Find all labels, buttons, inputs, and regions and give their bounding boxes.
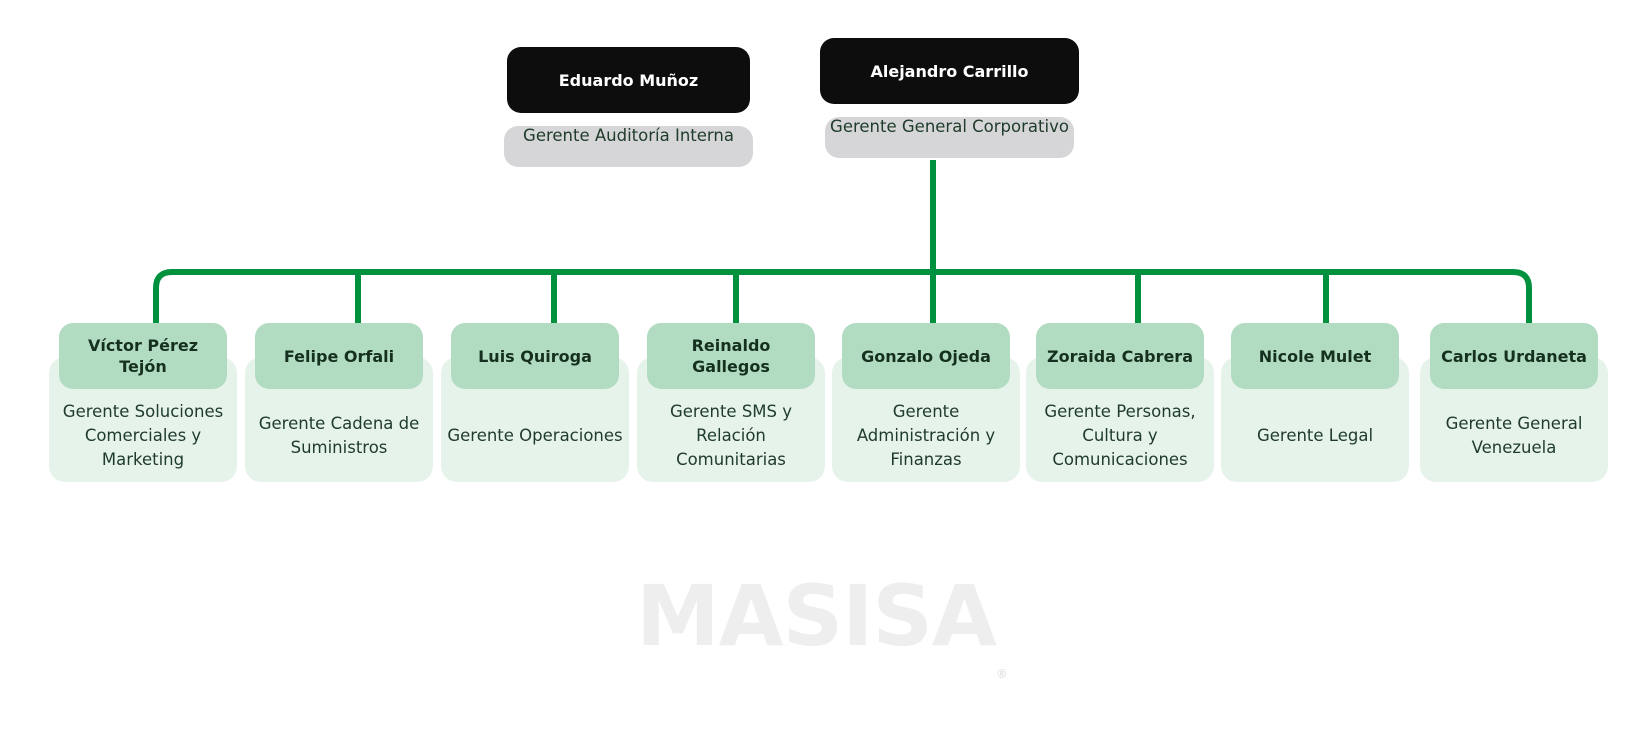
auditor-role: Gerente Auditoría Interna [504,126,753,167]
org-node: Gerente Personas, Cultura y Comunicacion… [1026,323,1214,482]
org-node: Gerente Legal Nicole Mulet [1221,323,1409,482]
org-node: Gerente SMS y Relación Comunitarias Rein… [637,323,825,482]
ceo-role: Gerente General Corporativo [825,117,1074,158]
node-name: Víctor Pérez Tejón [59,323,227,389]
branch-bar [153,269,1532,324]
org-node: Gerente General Venezuela Carlos Urdanet… [1420,323,1608,482]
node-name: Reinaldo Gallegos [647,323,815,389]
node-name: Gonzalo Ojeda [842,323,1010,389]
auditor-name: Eduardo Muñoz [507,47,750,113]
ceo-name: Alejandro Carrillo [820,38,1079,104]
node-name: Felipe Orfali [255,323,423,389]
org-node: Gerente Administración y Finanzas Gonzal… [832,323,1020,482]
registered-mark: ® [995,667,1008,681]
org-node: Gerente Cadena de Suministros Felipe Orf… [245,323,433,482]
logo-text: MASISA [636,567,997,665]
node-name: Luis Quiroga [451,323,619,389]
node-name: Zoraida Cabrera [1036,323,1204,389]
auditor-card: Gerente Auditoría Interna Eduardo Muñoz [504,47,753,167]
ceo-card: Gerente General Corporativo Alejandro Ca… [820,38,1079,158]
org-node: Gerente Soluciones Comerciales y Marketi… [49,323,237,482]
org-node: Gerente Operaciones Luis Quiroga [441,323,629,482]
node-name: Nicole Mulet [1231,323,1399,389]
masisa-watermark-logo: MASISA® [636,574,1056,681]
node-name: Carlos Urdaneta [1430,323,1598,389]
